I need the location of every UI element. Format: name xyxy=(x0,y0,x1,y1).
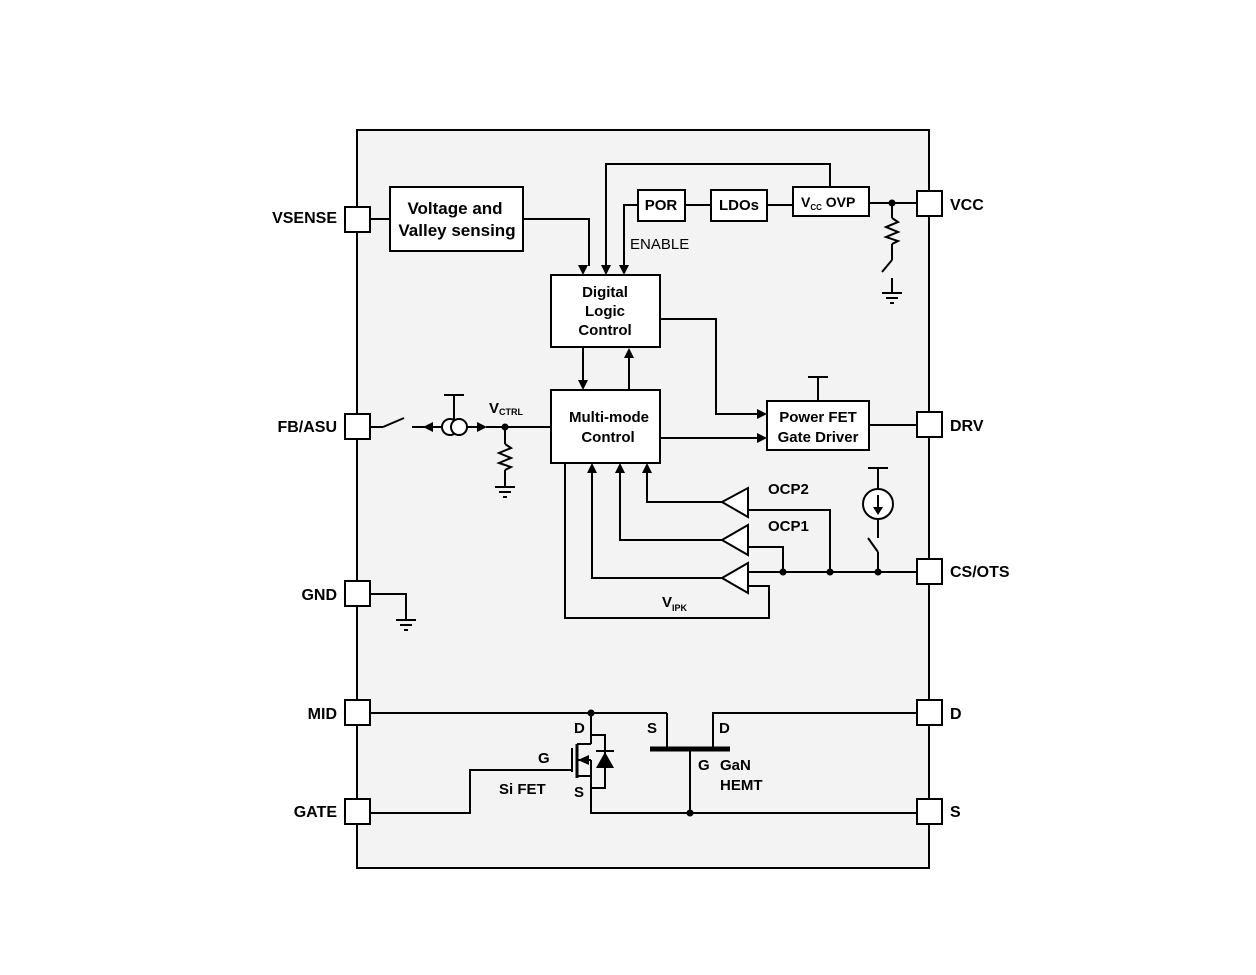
pin-fb-asu-square xyxy=(344,413,371,440)
pin-gnd-label: GND xyxy=(301,587,337,604)
pin-cs-ots-square xyxy=(916,558,943,585)
svg-text:Logic: Logic xyxy=(585,303,625,320)
svg-text:Gate Driver: Gate Driver xyxy=(778,429,859,446)
pin-fb-asu-label: FB/ASU xyxy=(277,419,337,436)
pin-drv-label: DRV xyxy=(950,418,984,435)
pins xyxy=(344,190,943,825)
ldos-block: LDOs xyxy=(710,189,768,222)
pin-gnd-square xyxy=(344,580,371,607)
pin-cs-ots-label: CS/OTS xyxy=(950,564,1010,581)
comparators xyxy=(719,486,749,595)
svg-text:POR: POR xyxy=(645,197,678,214)
voltage-valley-sensing-block: Voltage and Valley sensing xyxy=(389,186,524,252)
pin-gate-label: GATE xyxy=(294,804,338,821)
pin-d-label: D xyxy=(950,706,962,723)
vipk-label: VIPK xyxy=(662,594,688,613)
wires xyxy=(371,163,916,814)
gan-d-label: D xyxy=(719,720,730,737)
svg-text:Multi-mode: Multi-mode xyxy=(569,409,649,426)
svg-text:LDOs: LDOs xyxy=(719,197,759,214)
pin-vsense-label: VSENSE xyxy=(272,210,337,227)
vctrl-label: VCTRL xyxy=(489,400,524,417)
sifet-s-label: S xyxy=(574,784,584,801)
current-source-fb xyxy=(441,418,468,436)
svg-text:Voltage and: Voltage and xyxy=(407,199,502,218)
pin-d-square xyxy=(916,699,943,726)
vcc-ovp-label: VCC OVP xyxy=(801,194,855,212)
pin-drv-square xyxy=(916,411,943,438)
por-block: POR xyxy=(637,189,686,222)
junctions xyxy=(501,199,896,817)
pin-mid-label: MID xyxy=(308,706,337,723)
pin-mid-square xyxy=(344,699,371,726)
svg-text:Power FET: Power FET xyxy=(779,409,857,426)
sifet-d-label: D xyxy=(574,720,585,737)
svg-text:Digital: Digital xyxy=(582,284,628,301)
ocp1-label: OCP1 xyxy=(768,518,809,535)
gan-g-label: G xyxy=(698,757,710,774)
arrowheads xyxy=(423,265,767,768)
enable-label: ENABLE xyxy=(630,236,689,253)
pin-s-label: S xyxy=(950,804,961,821)
vcc-ovp-block: VCC OVP xyxy=(792,186,870,217)
digital-logic-control-block: Digital Logic Control xyxy=(550,274,661,348)
current-source-cs xyxy=(862,488,894,520)
sifet-name-label: Si FET xyxy=(499,781,546,798)
sifet-g-label: G xyxy=(538,750,550,767)
pin-s-square xyxy=(916,798,943,825)
power-fet-gate-driver-block: Power FET Gate Driver xyxy=(766,400,870,451)
multi-mode-control-block: Multi-mode Control xyxy=(550,389,661,464)
gan-s-label: S xyxy=(647,720,657,737)
pin-vcc-square xyxy=(916,190,943,217)
pin-vcc-label: VCC xyxy=(950,197,984,214)
svg-text:Control: Control xyxy=(581,429,634,446)
ocp2-label: OCP2 xyxy=(768,481,809,498)
svg-text:Valley sensing: Valley sensing xyxy=(398,221,515,240)
gan-name-line2: HEMT xyxy=(720,777,763,794)
chip-outline xyxy=(356,129,930,869)
pin-vsense-square xyxy=(344,206,371,233)
pin-gate-square xyxy=(344,798,371,825)
svg-text:Control: Control xyxy=(578,322,631,339)
gan-name-line1: GaN xyxy=(720,757,751,774)
